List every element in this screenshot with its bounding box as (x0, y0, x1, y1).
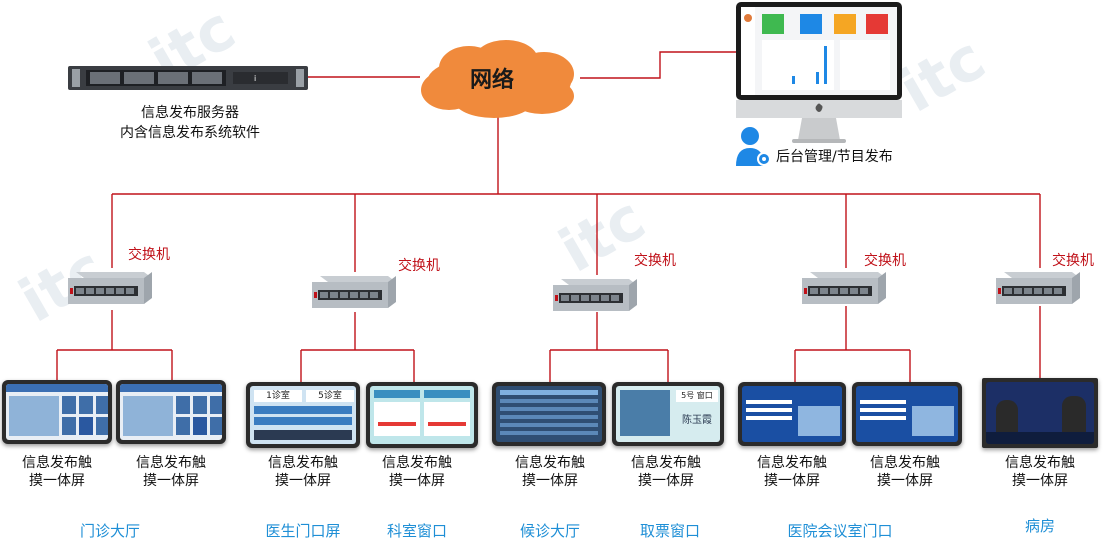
terminal-label: 信息发布触摸一体屏 (870, 455, 940, 489)
network-switch (996, 268, 1080, 306)
location-label: 医生门口屏 (265, 522, 341, 540)
terminal-screen: 1诊室 5诊室 (246, 382, 360, 448)
terminal-screen (2, 380, 112, 444)
ticket-name: 陈玉霞 (682, 415, 712, 426)
location-label: 取票窗口 (639, 522, 700, 540)
switch-label: 交换机 (398, 258, 440, 274)
terminal-label: 信息发布触摸一体屏 (268, 455, 338, 489)
server-label: 信息发布服务器 内含信息发布系统软件 (100, 104, 280, 142)
terminal-label: 信息发布触摸一体屏 (22, 455, 92, 489)
terminal-screen (366, 382, 478, 448)
location-label: 医院会议室门口 (787, 522, 893, 540)
switch-label: 交换机 (864, 253, 906, 269)
cloud-icon (421, 40, 574, 118)
server-rack: i (68, 64, 308, 92)
switch-label: 交换机 (1052, 253, 1094, 269)
location-label: 门诊大厅 (79, 522, 140, 540)
terminal-label: 信息发布触摸一体屏 (136, 455, 206, 489)
location-label: 科室窗口 (386, 522, 447, 540)
network-switch (68, 268, 152, 306)
terminal-screen: 5号 窗口 陈玉霞 (612, 382, 724, 446)
terminal-screen (492, 382, 606, 446)
switch-label: 交换机 (128, 247, 170, 263)
terminal-label: 信息发布触摸一体屏 (757, 455, 827, 489)
terminal-screen (116, 380, 226, 444)
terminal-label: 信息发布触摸一体屏 (515, 455, 585, 489)
admin-monitor (736, 2, 902, 144)
terminal-label: 信息发布触摸一体屏 (631, 455, 701, 489)
switch-label: 交换机 (634, 253, 676, 269)
network-cloud: 网络 (414, 38, 584, 120)
network-switch (802, 268, 886, 306)
network-switch (553, 275, 637, 313)
svg-text:i: i (254, 74, 256, 83)
cloud-label: 网络 (470, 68, 515, 93)
network-switch (312, 272, 396, 310)
location-label: 候诊大厅 (519, 522, 580, 540)
admin-label: 后台管理/节目发布 (776, 149, 893, 165)
server-icon: i (68, 66, 308, 90)
terminal-label: 信息发布触摸一体屏 (382, 455, 452, 489)
doctor-room-b: 5诊室 (306, 390, 354, 402)
monitor-icon (736, 2, 902, 143)
location-label: 病房 (1024, 517, 1055, 535)
server-label-line2: 内含信息发布系统软件 (120, 125, 260, 141)
terminal-screen (738, 382, 846, 446)
admin-user-icon (734, 126, 774, 168)
terminal-screen (852, 382, 962, 446)
terminal-screen (982, 378, 1098, 448)
server-label-line1: 信息发布服务器 (141, 105, 239, 121)
doctor-room-a: 1诊室 (254, 390, 302, 402)
ticket-window: 5号 窗口 (676, 390, 718, 402)
terminal-label: 信息发布触摸一体屏 (1005, 455, 1075, 489)
